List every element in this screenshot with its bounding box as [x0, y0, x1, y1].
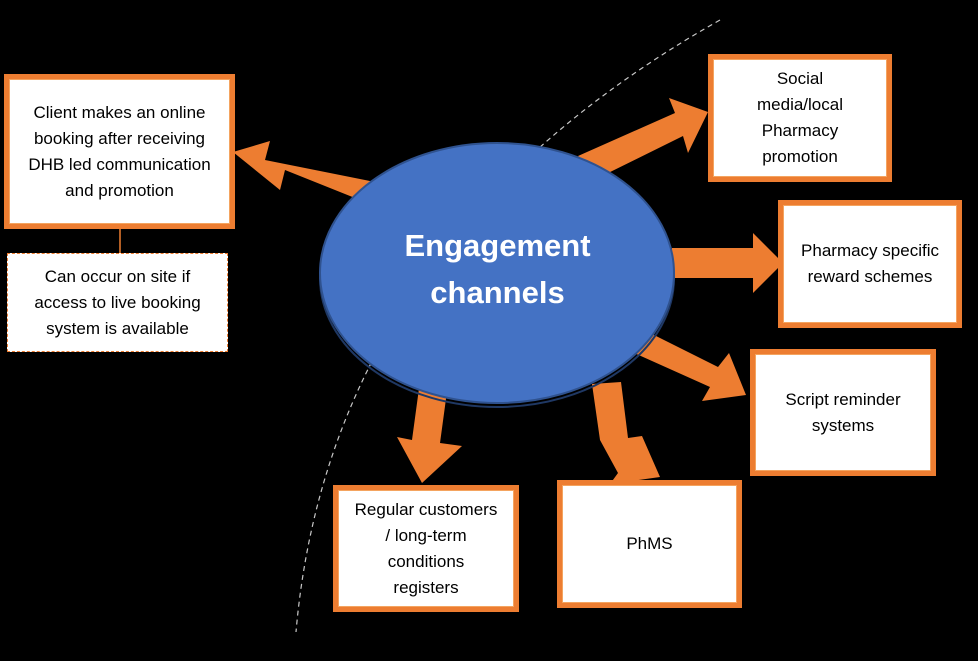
center-label: Engagement channels [404, 228, 591, 310]
script-reminder-text: Script reminder systems [785, 389, 901, 435]
onsite-booking-box: Can occur on site if access to live book… [7, 253, 228, 352]
arrow-to-reward-schemes [672, 233, 783, 293]
social-media-text: Social media/local Pharmacy promotion [757, 69, 843, 166]
social-media-box: Social media/local Pharmacy promotion [708, 54, 892, 182]
arrow-to-client-booking [233, 141, 380, 200]
client-booking-text: Client makes an online booking after rec… [28, 102, 211, 200]
reward-schemes-box: Pharmacy specific reward schemes [778, 200, 962, 328]
dashed-curve [295, 19, 721, 633]
onsite-booking-text: Can occur on site if access to live book… [34, 266, 201, 338]
phms-box: PhMS [557, 480, 742, 608]
regular-customers-text: Regular customers / long-term conditions… [354, 499, 498, 597]
arrow-to-regular-customers [397, 381, 462, 483]
phms-text: PhMS [626, 534, 673, 553]
client-booking-box: Client makes an online booking after rec… [4, 74, 235, 229]
arrow-to-script-reminder [632, 332, 746, 401]
engagement-ellipse [319, 142, 675, 404]
script-reminder-box: Script reminder systems [750, 349, 936, 476]
regular-customers-box: Regular customers / long-term conditions… [333, 485, 519, 612]
arrow-to-phms [592, 382, 660, 484]
reward-schemes-text: Pharmacy specific reward schemes [801, 241, 939, 286]
arrow-to-social-media [578, 98, 708, 177]
